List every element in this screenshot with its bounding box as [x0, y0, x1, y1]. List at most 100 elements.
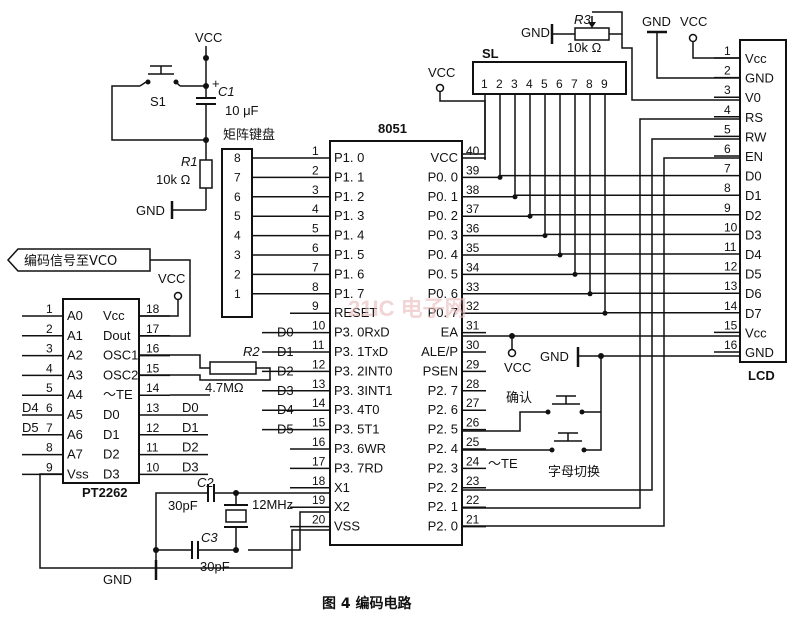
- mcu-pin-number: 21: [466, 513, 480, 527]
- bus-junction: [557, 252, 563, 258]
- pt-pin-name: A0: [67, 308, 83, 323]
- mcu-pin-name: P0. 0: [428, 169, 458, 184]
- wire-switch-gnd: [586, 356, 602, 451]
- gnd-label-lcd: GND: [642, 14, 671, 29]
- capacitor-c3: [156, 541, 236, 559]
- pt-pin-name: A5: [67, 407, 83, 422]
- c2-value: 30pF: [168, 498, 198, 513]
- wire-en: [462, 157, 740, 527]
- mcu-pin-name: P3. 1TxD: [334, 344, 388, 359]
- mcu-pin-number: 5: [312, 222, 319, 236]
- switch-letter: [549, 432, 587, 453]
- keyboard-pin-number: 3: [234, 248, 241, 262]
- sl-pin-number: 7: [571, 77, 578, 91]
- bus-wire: [486, 292, 714, 295]
- mcu-pin-name: P1. 5: [334, 247, 364, 262]
- mcu-pin-name: P3. 0RxD: [334, 325, 390, 340]
- mcu-pin-name: P3. 2INT0: [334, 363, 393, 378]
- mcu-pin-name: P1. 2: [334, 189, 364, 204]
- te-label-mcu: ～TE: [488, 456, 518, 471]
- pt-pin-number: 9: [46, 460, 53, 474]
- wire-vss-gnd: [156, 529, 330, 569]
- lcd-pin-name: D4: [745, 247, 762, 262]
- lcd-pin-name: RW: [745, 129, 767, 144]
- mcu-pin-number: 35: [466, 241, 480, 255]
- pt-ext-label: D5: [22, 420, 39, 435]
- keyboard-pin-number: 6: [234, 190, 241, 204]
- vcc-terminal-mcu: [435, 83, 445, 93]
- potentiometer-r3: [574, 27, 610, 41]
- sl-pin-number: 1: [481, 77, 488, 91]
- mcu-pin-number: 34: [466, 260, 480, 274]
- pt-pin-name: Vss: [67, 466, 89, 481]
- keyboard-pin-number: 5: [234, 209, 241, 223]
- lcd-pin-number: 9: [724, 201, 731, 215]
- mcu-pin-name: P2. 0: [428, 519, 458, 534]
- mcu-pin-name: X2: [334, 499, 350, 514]
- capacitor-c1: [196, 86, 216, 160]
- pt-pin-number: 8: [46, 441, 53, 455]
- mcu-pin-number: 19: [312, 493, 326, 507]
- bus-wire: [486, 174, 714, 179]
- letter-switch-label: 字母切换: [548, 465, 600, 480]
- lcd-pin-number: 16: [724, 338, 738, 352]
- mcu-pin-name: ALE/P: [421, 344, 458, 359]
- wire-r3-wiper: [592, 11, 623, 35]
- r2-value: 4.7MΩ: [205, 380, 244, 395]
- keyboard-pin-number: 1: [234, 287, 241, 301]
- mcu-pin-name: P1. 4: [334, 228, 364, 243]
- sl-pin-number: 3: [511, 77, 518, 91]
- lcd-pin-number: 12: [724, 260, 738, 274]
- pt-pin-number: 6: [46, 401, 53, 415]
- mcu-pin-number: 17: [312, 454, 326, 468]
- keyboard-pin-number: 4: [234, 229, 241, 243]
- c3-label: C3: [201, 530, 218, 545]
- mcu-pin-number: 16: [312, 435, 326, 449]
- mcu-pin-number: 31: [466, 319, 480, 333]
- vcc-label-mcu: VCC: [428, 65, 455, 80]
- vcc-terminal-ea: [507, 348, 517, 358]
- mcu-pin-number: 38: [466, 183, 480, 197]
- lcd-pin-name: GND: [745, 345, 774, 360]
- s1-label: S1: [150, 94, 166, 109]
- wire-p25-confirm: [462, 411, 546, 432]
- wire-pt-vcc: [139, 296, 179, 317]
- c1-label: C1: [218, 84, 235, 99]
- keyboard-pin-number: 8: [234, 151, 241, 165]
- pt-pin-number: 2: [46, 322, 53, 336]
- wire-r3-v0: [621, 34, 740, 101]
- mcu-8051-body: [329, 140, 463, 546]
- mcu-pin-name: P0. 1: [428, 189, 458, 204]
- mcu-pin-name: P2. 2: [428, 480, 458, 495]
- pt-pin-number: 11: [146, 441, 159, 455]
- lcd-pin-name: D3: [745, 227, 762, 242]
- pt-pin-name: A7: [67, 447, 83, 462]
- mcu-pin-number: 22: [466, 493, 480, 507]
- lcd-pin-number: 3: [724, 83, 731, 97]
- mcu-pin-number: 23: [466, 474, 480, 488]
- wire-lcd-gnd: [656, 32, 740, 79]
- mcu-pin-number: 8: [312, 280, 319, 294]
- pt-pin-number: 14: [146, 381, 160, 395]
- c3-value: 30pF: [200, 559, 230, 574]
- vcc-label-reset: VCC: [195, 30, 222, 45]
- keyboard-pin-number: 7: [234, 170, 241, 184]
- pt-ext-label: D4: [22, 400, 39, 415]
- node-reset-mid: [203, 137, 209, 143]
- mcu-pin-number: 24: [466, 454, 480, 468]
- mcu-pin-number: 12: [312, 357, 326, 371]
- capacitor-c2: [155, 484, 236, 568]
- figure-caption: 图 4 编码电路: [322, 595, 412, 612]
- pt-pin-number: 3: [46, 342, 53, 356]
- mcu-pin-number: 13: [312, 377, 326, 391]
- mcu-pin-name: X1: [334, 480, 350, 495]
- pt-pin-number: 7: [46, 421, 53, 435]
- mcu-pin-name: VSS: [334, 519, 360, 534]
- bus-wire: [486, 233, 714, 237]
- mcu-pin-name: P3. 7RD: [334, 460, 383, 475]
- resistor-r2: [209, 361, 257, 375]
- wire-osc2: [139, 367, 271, 381]
- bus-junction: [572, 271, 578, 277]
- pt-pin-name: A6: [67, 427, 83, 442]
